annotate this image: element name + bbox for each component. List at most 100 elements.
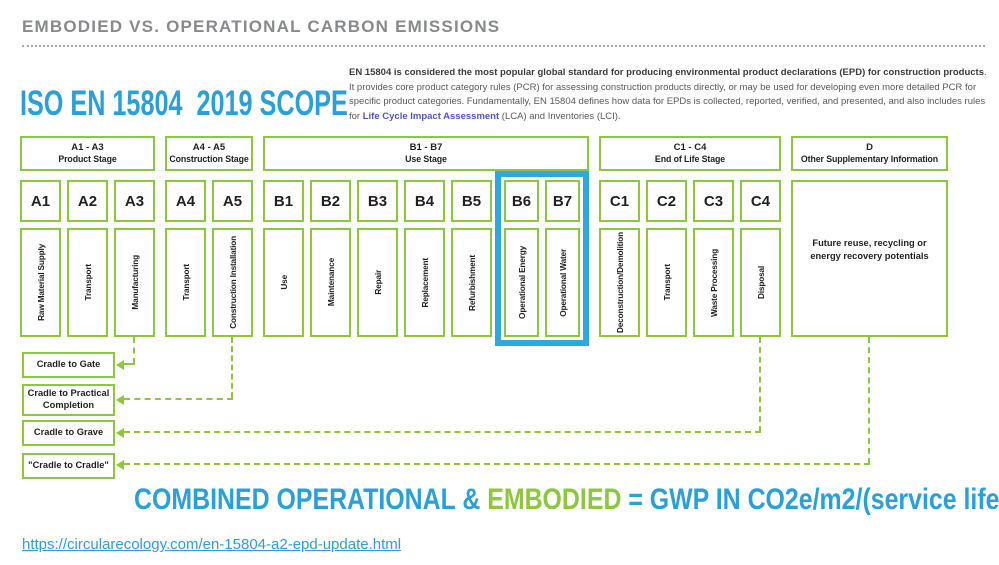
connector-a5-vertical (231, 337, 233, 398)
stage-name: Construction Stage (169, 153, 249, 164)
stage-label: Operational Water (557, 248, 568, 317)
stage-label: Transport (661, 264, 672, 301)
stage-code-box: A2 (67, 180, 108, 222)
stage-label-box: Use (263, 228, 304, 337)
stage-column-b6: B6 Operational Energy (504, 180, 539, 337)
stage-label-box: Transport (67, 228, 108, 337)
stage-name: Other Supplementary Information (800, 153, 939, 164)
group-product-stage: A1 - A3 Product Stage A1 Raw Material Su… (20, 136, 155, 337)
stage-code-box: C2 (646, 180, 687, 222)
stage-column-b4: B4 Replacement (404, 180, 445, 337)
stage-column-c4: C4 Disposal (740, 180, 781, 337)
stage-label-box: Operational Water (545, 228, 580, 337)
stage-code-box: B2 (310, 180, 351, 222)
stage-code-box: B3 (357, 180, 398, 222)
stage-label: Operational Energy (516, 246, 527, 319)
stage-range: B1 - B7 (409, 141, 443, 153)
stage-column-c2: C2 Transport (646, 180, 687, 337)
stage-header-supplementary: D Other Supplementary Information (791, 136, 948, 171)
intro-bold-text: EN 15804 is considered the most popular … (349, 67, 985, 78)
scope-cradle-to-grave: Cradle to Grave (22, 420, 115, 446)
connector-a5-horizontal (124, 398, 233, 400)
stage-code-box: C3 (693, 180, 734, 222)
connector-arrow-cradle-icon (116, 460, 124, 470)
stage-label: Use (278, 275, 289, 290)
stage-label: Waste Processing (708, 248, 719, 317)
connector-a3-vertical (133, 337, 135, 364)
stage-header-construction: A4 - A5 Construction Stage (165, 136, 253, 171)
scope-cradle-to-gate: Cradle to Gate (22, 352, 115, 378)
stage-label-box: Replacement (404, 228, 445, 337)
stage-column-a1: A1 Raw Material Supply (20, 180, 61, 337)
stage-column-a5: A5 Construction Installation (212, 180, 253, 337)
stage-range: D (866, 141, 873, 153)
operational-highlight-box: B6 Operational Energy B7 Operational Wat… (495, 171, 589, 346)
stage-label: Transport (180, 264, 191, 301)
connector-d-horizontal (124, 463, 870, 465)
stage-label-box: Transport (646, 228, 687, 337)
stage-label: Refurbishment (466, 254, 477, 311)
stage-column-b2: B2 Maintenance (310, 180, 351, 337)
stage-code-box: B6 (504, 180, 539, 222)
stage-label: Transport (82, 264, 93, 301)
scope-cradle-to-practical-completion: Cradle to Practical Completion (22, 384, 115, 416)
intro-text: . It provides core product category rule… (349, 67, 987, 123)
lifecycle-diagram: A1 - A3 Product Stage A1 Raw Material Su… (20, 136, 948, 346)
stage-column-b5: B5 Refurbishment (451, 180, 492, 337)
stage-code-box: B4 (404, 180, 445, 222)
future-reuse-box: Future reuse, recycling or energy recove… (791, 180, 948, 337)
stage-header-end-of-life: C1 - C4 End of Life Stage (599, 136, 781, 171)
stage-column-b3: B3 Repair (357, 180, 398, 337)
stage-code-box: A4 (165, 180, 206, 222)
connector-arrow-grave-icon (116, 428, 124, 438)
combined-gwp-headline: COMBINED OPERATIONAL & EMBODIED = GWP IN… (134, 483, 999, 517)
headline-operational: COMBINED OPERATIONAL & (134, 483, 488, 516)
stage-label-box: Disposal (740, 228, 781, 337)
headline-gwp: = GWP IN CO2e/m2/(service life) (621, 483, 999, 516)
stage-column-b1: B1 Use (263, 180, 304, 337)
group-construction-stage: A4 - A5 Construction Stage A4 Transport … (165, 136, 253, 337)
stage-code-box: A5 (212, 180, 253, 222)
stage-label-box: Maintenance (310, 228, 351, 337)
stage-column-a2: A2 Transport (67, 180, 108, 337)
stage-label-box: Refurbishment (451, 228, 492, 337)
stage-code-box: C4 (740, 180, 781, 222)
connector-d-vertical (868, 337, 870, 464)
connector-a3-horizontal (124, 363, 135, 365)
stage-name: Product Stage (58, 153, 117, 164)
stage-column-a3: A3 Manufacturing (114, 180, 155, 337)
stage-label: Replacement (419, 257, 430, 308)
group-use-stage: B1 - B7 Use Stage B1 Use B2 Maintenance … (263, 136, 589, 346)
stage-name: End of Life Stage (654, 153, 726, 164)
stage-label: Manufacturing (129, 255, 140, 310)
stage-code-box: A1 (20, 180, 61, 222)
headline-embodied: EMBODIED (487, 483, 622, 516)
page-title: EMBODIED VS. OPERATIONAL CARBON EMISSION… (22, 17, 501, 36)
stage-label-box: Construction Installation (212, 228, 253, 337)
stage-label: Raw Material Supply (35, 244, 46, 321)
scope-heading: ISO EN 15804 2019 SCOPE (20, 84, 348, 123)
connector-arrow-gate-icon (116, 360, 124, 370)
stage-label-box: Repair (357, 228, 398, 337)
stage-code-box: C1 (599, 180, 640, 222)
group-supplementary: D Other Supplementary Information Future… (791, 136, 948, 337)
connector-arrow-practical-icon (116, 395, 124, 405)
scope-cradle-to-cradle: "Cradle to Cradle" (22, 453, 115, 479)
stage-code-box: B1 (263, 180, 304, 222)
stage-name: Use Stage (405, 153, 447, 164)
stage-code-box: B5 (451, 180, 492, 222)
intro-paragraph: EN 15804 is considered the most popular … (349, 66, 987, 125)
lca-link[interactable]: Life Cycle Impact Assessment (362, 111, 500, 123)
dotted-divider (22, 45, 985, 47)
stage-label: Construction Installation (227, 236, 238, 329)
stage-label-box: Waste Processing (693, 228, 734, 337)
stage-label: Deconstruction/Demolition (614, 231, 625, 334)
stage-column-b7: B7 Operational Water (545, 180, 580, 337)
stage-header-product: A1 - A3 Product Stage (20, 136, 155, 171)
source-link[interactable]: https://circularecology.com/en-15804-a2-… (22, 536, 402, 553)
stage-column-c3: C3 Waste Processing (693, 180, 734, 337)
group-end-of-life-stage: C1 - C4 End of Life Stage C1 Deconstruct… (599, 136, 781, 337)
stage-label-box: Raw Material Supply (20, 228, 61, 337)
stage-code-box: B7 (545, 180, 580, 222)
stage-range: C1 - C4 (673, 141, 707, 153)
